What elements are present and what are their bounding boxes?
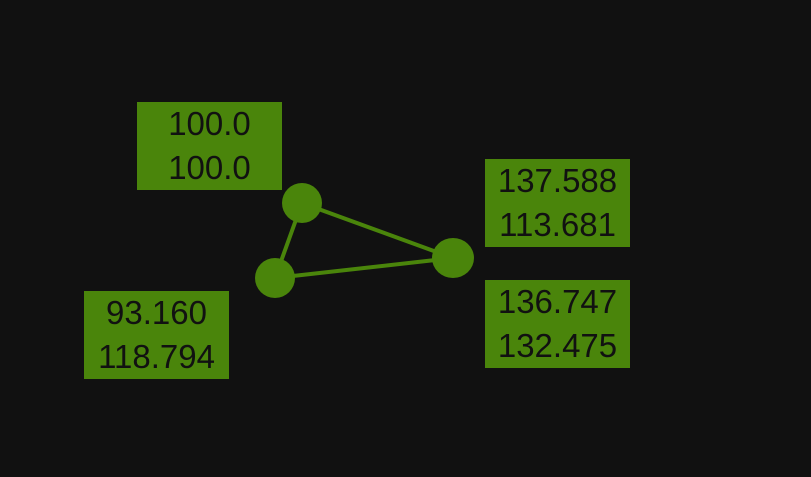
coordinate-label-d-line1: 136.747 [497,283,618,320]
coordinate-label-b-line2: 113.681 [499,206,616,243]
edge-node-c-node-b [274,256,454,280]
node-b[interactable] [432,238,474,278]
coordinate-label-c: 93.160 118.794 [84,291,229,379]
coordinate-label-c-line1: 93.160 [106,294,207,331]
coordinate-label-d: 136.747 132.475 [485,280,630,368]
coordinate-label-a: 100.0 100.0 [137,102,282,190]
coordinate-label-c-line2: 118.794 [98,338,215,375]
node-a[interactable] [282,183,322,223]
node-c[interactable] [255,258,295,298]
coordinate-label-b-line1: 137.588 [497,162,618,199]
coordinate-label-b: 137.588 113.681 [485,159,630,247]
coordinate-label-d-line2: 132.475 [497,327,618,364]
coordinate-label-a-line1: 100.0 [168,105,251,142]
coordinate-label-a-line2: 100.0 [168,149,251,186]
edge-node-a-node-b [301,201,454,260]
